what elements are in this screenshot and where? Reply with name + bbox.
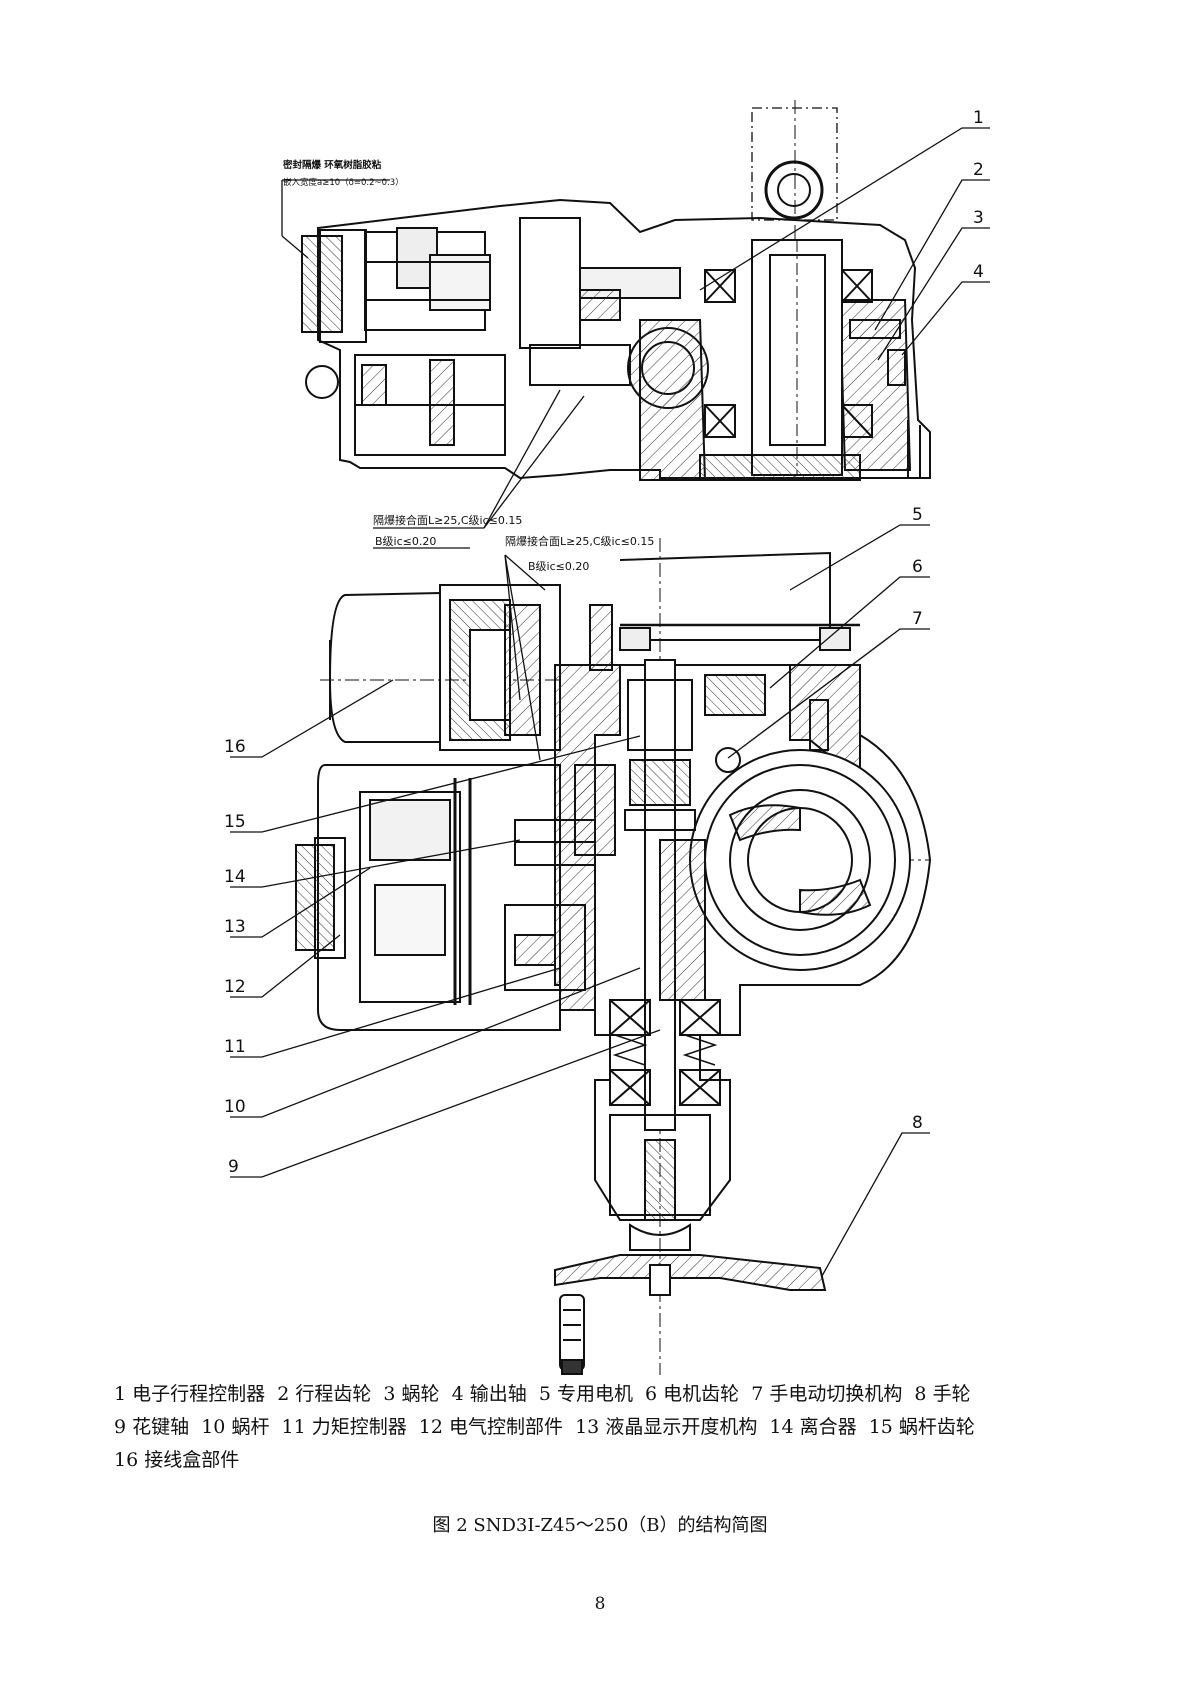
callout-2: 2 — [973, 160, 984, 180]
callout-15: 15 — [224, 812, 246, 832]
callout-9: 9 — [228, 1157, 239, 1177]
callout-11: 11 — [224, 1037, 246, 1057]
structure-drawing: 密封隔爆 环氧树脂胶粘 嵌入宽度a≥10（δ=0.2~0.3） 隔爆接合面L≥2… — [224, 100, 990, 1375]
legend-item: 3 蜗轮 — [383, 1383, 440, 1405]
callout-numbers: 1 2 3 4 5 6 7 8 9 10 11 12 13 14 15 16 — [224, 108, 984, 1177]
legend-line: 1 电子行程控制器 2 行程齿轮 3 蜗轮 4 输出轴 5 专用电机 6 电机齿… — [114, 1378, 1114, 1411]
legend-item: 10 蜗杆 — [201, 1416, 270, 1438]
legend-item: 11 力矩控制器 — [281, 1416, 407, 1438]
callout-6: 6 — [912, 557, 923, 577]
worm-lower — [659, 839, 706, 1001]
upper-cover-window — [301, 235, 343, 333]
worm-shaft-upper — [519, 217, 581, 349]
legend-line: 9 花键轴 10 蜗杆 11 力矩控制器 12 电气控制部件 13 液晶显示开度… — [114, 1411, 1114, 1444]
legend-item: 12 电气控制部件 — [418, 1416, 564, 1438]
figure-caption: 图 2 SND3I-Z45～250（B）的结构简图 — [432, 1515, 768, 1536]
legend-item: 14 离合器 — [769, 1416, 857, 1438]
upper-note-joint: 隔爆接合面L≥25,C级ic≤0.15 — [373, 513, 522, 527]
legend-item: 2 行程齿轮 — [277, 1383, 372, 1405]
upper-section-view — [301, 100, 931, 481]
worm-wheel-lower — [689, 749, 911, 971]
legend-item: 16 接线盒部件 — [114, 1449, 240, 1471]
electrical-control-box — [317, 764, 561, 1031]
main-gearbox-housing — [554, 664, 932, 1221]
callout-8: 8 — [912, 1113, 923, 1133]
legend-item: 6 电机齿轮 — [645, 1383, 740, 1405]
lower-note-class-b: B级ic≤0.20 — [528, 560, 589, 573]
crank-handle — [559, 1294, 585, 1371]
callout-13: 13 — [224, 917, 246, 937]
callout-14: 14 — [224, 867, 246, 887]
callout-3: 3 — [973, 208, 984, 228]
legend-item: 7 手电动切换机构 — [751, 1383, 903, 1405]
handwheel — [554, 1254, 827, 1291]
legend-item: 5 专用电机 — [538, 1383, 633, 1405]
upper-housing — [317, 198, 931, 480]
motor-housing — [328, 591, 441, 743]
legend-line: 16 接线盒部件 — [114, 1444, 1114, 1477]
callout-10: 10 — [224, 1097, 246, 1117]
callout-5: 5 — [912, 505, 923, 525]
lifting-eye — [764, 160, 824, 220]
parts-legend: 1 电子行程控制器 2 行程齿轮 3 蜗轮 4 输出轴 5 专用电机 6 电机齿… — [114, 1378, 1114, 1477]
legend-item: 4 输出轴 — [451, 1383, 527, 1405]
callout-4: 4 — [973, 262, 984, 282]
lower-note-joint: 隔爆接合面L≥25,C级ic≤0.15 — [505, 534, 654, 548]
callout-7: 7 — [912, 609, 923, 629]
upper-note-depth: 嵌入宽度a≥10（δ=0.2~0.3） — [283, 177, 404, 188]
legend-item: 1 电子行程控制器 — [114, 1383, 266, 1405]
upper-note-class-b: B级ic≤0.20 — [375, 535, 436, 548]
callout-16: 16 — [224, 737, 246, 757]
switch-mechanism — [704, 674, 766, 716]
legend-item: 15 蜗杆齿轮 — [868, 1416, 975, 1438]
page-number: 8 — [594, 1594, 606, 1614]
motor-top-region — [619, 551, 831, 641]
legend-item: 13 液晶显示开度机构 — [575, 1416, 758, 1438]
upper-note-seal: 密封隔爆 环氧树脂胶粘 — [282, 159, 382, 171]
upper-annotations — [281, 179, 585, 549]
lower-annotations — [504, 554, 546, 761]
torque-controller — [504, 904, 586, 991]
callout-1: 1 — [973, 108, 984, 128]
callout-leaders — [230, 127, 990, 1277]
legend-item: 8 手轮 — [914, 1383, 971, 1405]
lower-section-view — [295, 538, 932, 1375]
callout-12: 12 — [224, 977, 246, 997]
legend-item: 9 花键轴 — [114, 1416, 190, 1438]
